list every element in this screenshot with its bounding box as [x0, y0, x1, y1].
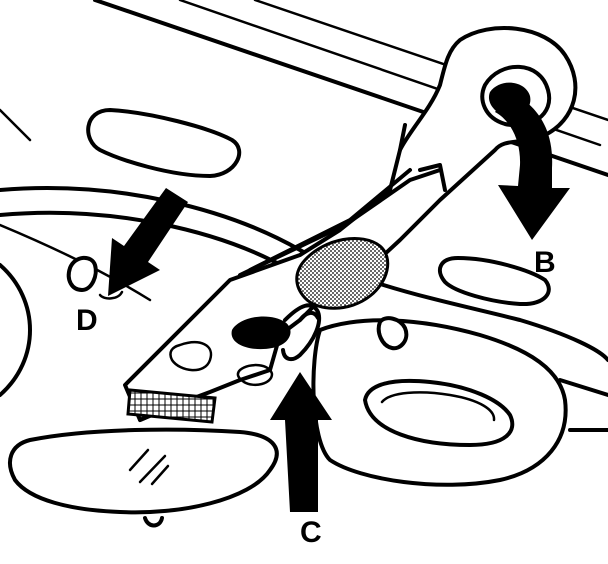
bracket-label-plate: [126, 388, 217, 424]
callout-d: D: [76, 304, 98, 337]
retaining-clip: [66, 255, 124, 300]
callout-b: B: [534, 246, 556, 279]
dome-light-lens: [86, 108, 242, 178]
callout-c: C: [300, 516, 322, 549]
bracket-hook: [169, 303, 321, 386]
lamp-lens-right: [437, 256, 551, 307]
curved-arrow-down-icon: [495, 92, 570, 240]
bracket-pad: [295, 237, 390, 310]
rear-view-mirror: [8, 427, 279, 528]
arrow-up-icon: [270, 372, 332, 512]
arrow-down-left-icon: [108, 188, 188, 296]
sun-visor: [311, 316, 608, 487]
